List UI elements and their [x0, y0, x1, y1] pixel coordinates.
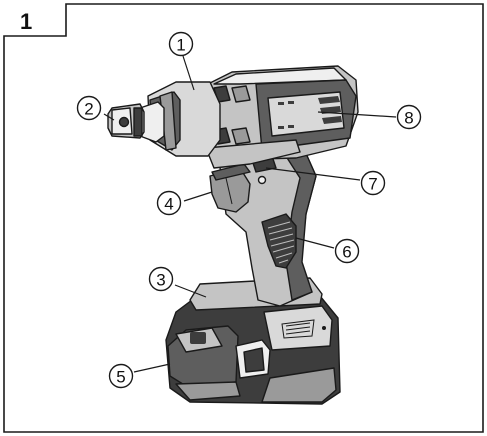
callout-3: 3: [148, 266, 174, 292]
callout-1: 1: [168, 31, 194, 57]
battery-indicator-icon: [190, 332, 206, 344]
callout-2: 2: [76, 95, 102, 121]
svg-text:6: 6: [342, 243, 351, 262]
svg-text:1: 1: [176, 36, 185, 55]
impact-driver-illustration: [107, 65, 359, 405]
callout-8: 8: [396, 104, 422, 130]
leader-lines: [103, 55, 397, 373]
svg-text:4: 4: [164, 195, 173, 214]
figure-number: 1: [20, 9, 32, 34]
svg-text:8: 8: [404, 109, 413, 128]
svg-text:3: 3: [156, 271, 165, 290]
callout-4: 4: [156, 190, 182, 216]
trigger-switch: [209, 163, 251, 213]
callout-7: 7: [360, 170, 386, 196]
figure-frame: [3, 3, 484, 433]
callout-5: 5: [108, 363, 134, 389]
anvil-pin-icon: [118, 116, 130, 128]
svg-text:2: 2: [84, 100, 93, 119]
housing-screw-icon: [231, 85, 251, 103]
anvil: [107, 103, 145, 139]
callout-6: 6: [334, 238, 360, 264]
motor-housing: [197, 65, 359, 169]
battery-pack: [165, 277, 341, 405]
hammer-case: [139, 81, 221, 157]
svg-text:5: 5: [116, 368, 125, 387]
svg-text:7: 7: [368, 175, 377, 194]
